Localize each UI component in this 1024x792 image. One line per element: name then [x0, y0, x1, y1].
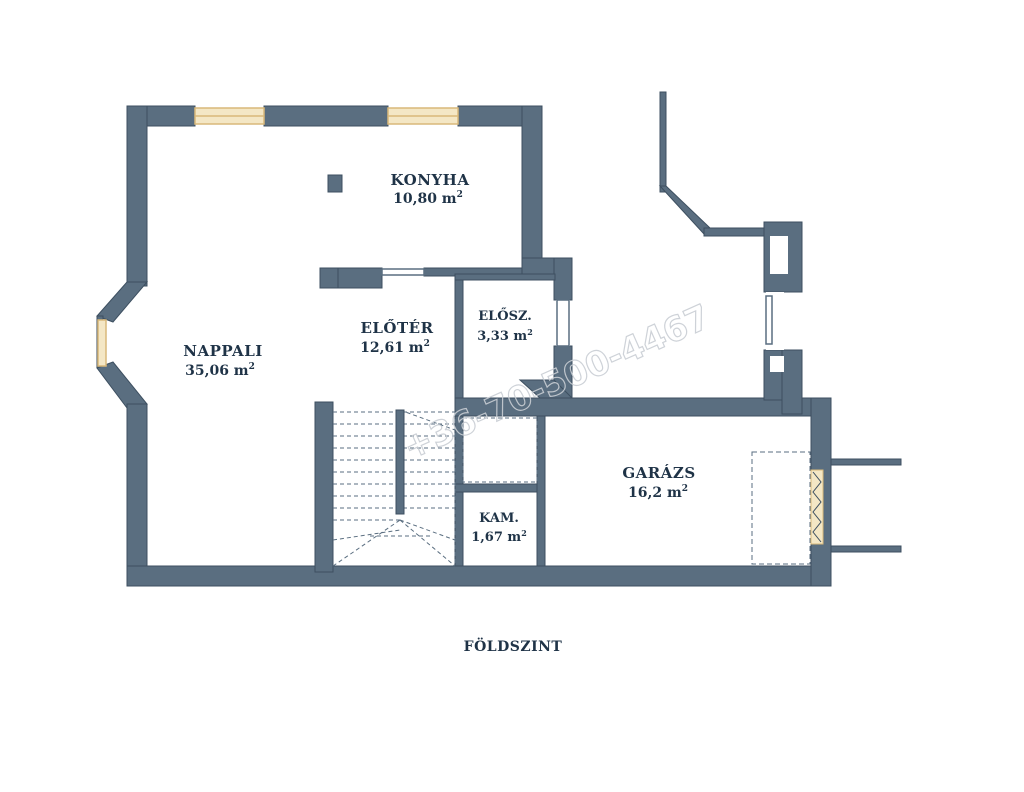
- room-elosz-area: 3,33 m2: [477, 327, 533, 344]
- wall-ext-vertical: [659, 91, 667, 193]
- wall-left-bay-upper: [96, 281, 149, 323]
- walls: [96, 91, 902, 587]
- garage-door-rail-top: [830, 458, 902, 466]
- wall-kamra-right: [536, 415, 546, 567]
- pier-recess-top: [770, 236, 788, 274]
- wall-elosz-left: [454, 273, 464, 403]
- garage-door-rail-bottom: [830, 545, 902, 553]
- window-left-bay: [97, 319, 107, 367]
- room-kam-name: KAM.: [479, 511, 519, 526]
- wall-kitchen-right: [521, 105, 543, 275]
- wall-top-middle: [263, 105, 389, 127]
- kitchen-column: [327, 174, 343, 193]
- garage-car-outline: [751, 451, 811, 565]
- stairs: [332, 409, 456, 567]
- wall-elosz-top: [454, 273, 556, 281]
- window-pier: [765, 295, 773, 345]
- room-nappali-area: 35,06 m2: [185, 362, 255, 379]
- floor-title: FÖLDSZINT: [464, 636, 563, 655]
- wall-left-lower: [126, 403, 148, 587]
- room-kam-area: 1,67 m2: [471, 528, 527, 545]
- pier-recess-bottom: [770, 356, 784, 372]
- wall-ext-diagonal: [658, 185, 711, 235]
- wall-hall-top-stub: [319, 267, 339, 289]
- room-elosz-name: ELŐSZ.: [478, 308, 532, 324]
- room-nappali-name: NAPPALI: [183, 342, 263, 360]
- wall-stair-left: [314, 401, 334, 573]
- room-garazs-name: GARÁZS: [622, 464, 695, 482]
- window-hall-top: [381, 268, 425, 276]
- room-eloter-area: 12,61 m2: [360, 339, 430, 356]
- wall-ext-pier-link: [781, 349, 803, 415]
- room-konyha-name: KONYHA: [391, 171, 470, 189]
- wall-kamra-top: [454, 483, 542, 493]
- wall-bottom: [126, 565, 832, 587]
- garage-door-fold: [812, 471, 822, 543]
- hall-dashed-area: [462, 417, 538, 483]
- room-eloter-name: ELŐTÉR: [360, 319, 433, 337]
- wall-elosz-right-upper: [553, 257, 573, 301]
- room-konyha-area: 10,80 m2: [393, 190, 463, 207]
- windows: [97, 107, 459, 367]
- wall-left-bay-lower: [96, 361, 148, 409]
- wall-ext-horizontal: [703, 227, 767, 237]
- room-garazs-area: 16,2 m2: [628, 484, 688, 501]
- wall-left-upper: [126, 105, 148, 287]
- stair-center-wall: [395, 409, 405, 515]
- window-elosz-right: [556, 299, 570, 347]
